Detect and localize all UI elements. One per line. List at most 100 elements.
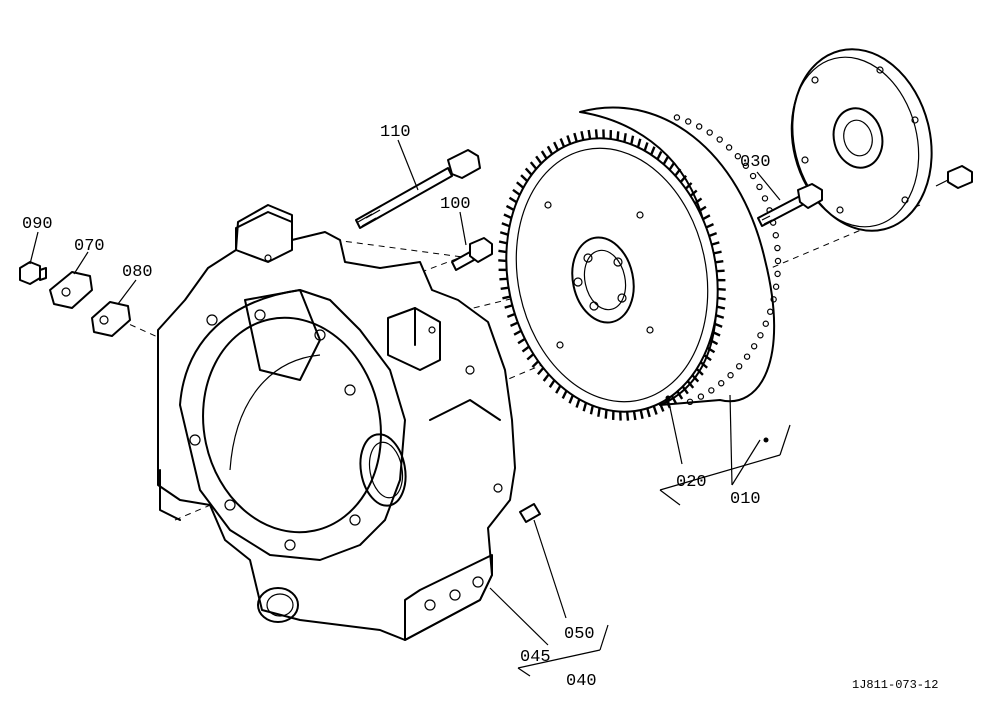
rim-hole [685,118,692,125]
gear-tooth [699,361,708,369]
gear-tooth [630,135,635,145]
gear-tooth [714,322,723,328]
gear-tooth [516,181,525,189]
rim-hole [774,244,781,252]
gear-tooth [589,405,594,415]
label-010: 010 [730,490,761,509]
rim-hole [742,162,750,169]
rim-hole [734,153,742,160]
gear-tooth [508,196,518,204]
gear-tooth [559,138,566,148]
gear-tooth [513,329,522,336]
gear-tooth [695,368,704,376]
gear-tooth [555,385,562,394]
gear-tooth [517,337,526,345]
gear-tooth [542,373,550,382]
rim-hole [762,320,769,327]
gear-tooth [498,259,507,263]
label-070: 070 [74,237,105,256]
rim-holes [673,114,782,406]
gear-tooth [698,205,707,213]
gear-tooth [711,241,720,246]
label-090: 090 [22,215,53,234]
gear-tooth [536,367,545,376]
gear-tooth [501,222,510,228]
gear-tooth [529,161,538,170]
gear-tooth [566,135,572,145]
gear-tooth [694,197,703,205]
gear-tooth [512,188,521,196]
gear-tooth [686,380,695,389]
flywheel [498,106,782,421]
label-100: 100 [440,195,471,214]
gear-tooth [623,133,627,143]
rim-hole [750,343,758,350]
gear-tooth [524,167,533,176]
rim-hole [673,114,681,121]
gear-tooth [520,174,529,182]
gear-tooth [658,402,665,412]
gear-tooth [504,304,513,309]
gear-tooth [652,405,658,415]
drawing-code: 1J811-073-12 [852,678,938,692]
rim-hole [708,387,715,394]
gear-tooth [575,398,581,408]
rim-hole [727,372,734,379]
gear-tooth [706,346,716,354]
gear-tooth [703,354,712,362]
rim-hole [735,363,743,370]
rim-hole [772,283,780,290]
gear-tooth [689,189,698,197]
gear-tooth [674,168,682,177]
rim-hole [761,195,769,202]
gear-tooth [573,132,578,143]
label-020: 020 [676,473,707,492]
gear-tooth [498,249,507,254]
gear-tooth [684,182,693,190]
rim-hole [697,393,705,400]
gear-tooth [535,155,543,165]
gear-tooth [625,411,630,421]
rim-hole [774,257,782,265]
label-040: 040 [566,672,597,691]
gear-tooth [676,390,684,400]
gear-tooth [503,213,512,220]
gear-tooth [526,353,535,361]
gear-tooth [587,129,592,140]
gear-tooth [643,142,649,152]
rim-hole [743,353,751,360]
cover-070 [49,271,93,309]
rim-hole [774,270,781,278]
gear-tooth [540,150,548,160]
gasket-080 [91,301,131,337]
rim-hole [749,172,757,180]
gear-tooth [668,162,676,171]
gear-tooth [604,409,608,419]
gear-tooth [646,407,651,418]
gear-tooth [656,151,663,160]
gear-tooth [580,130,585,141]
gear-tooth [716,305,726,310]
gear-tooth [500,286,509,291]
gear-tooth [597,407,601,417]
gear-tooth [502,295,511,300]
label-030: 030 [740,153,771,172]
gear-tooth [705,223,714,229]
rim-hole [757,332,764,339]
gear-tooth [662,156,669,165]
rim-hole [725,144,733,151]
gear-tooth [691,374,700,383]
label-080: 080 [122,263,153,282]
gear-tooth [616,131,620,141]
gear-tooth [639,409,644,420]
rim-hole [716,136,723,143]
gear-tooth [715,259,724,264]
rim-hole [686,398,694,406]
gear-tooth [708,232,718,238]
gear-tooth [505,204,515,212]
gear-tooth [681,385,689,395]
gear-tooth [715,314,725,319]
gear-tooth [717,287,726,291]
gear-tooth [561,390,568,399]
